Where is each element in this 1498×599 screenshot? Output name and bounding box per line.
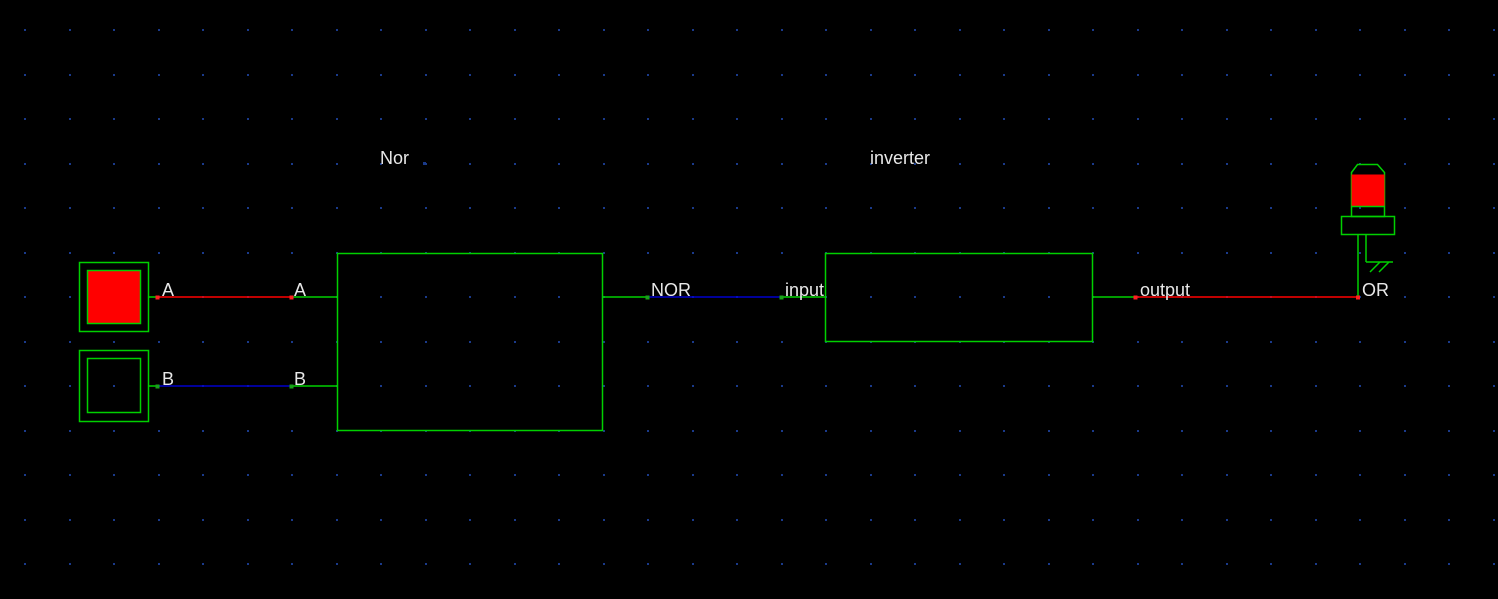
input-switch-a[interactable] <box>78 261 150 333</box>
pin-switch-a[interactable] <box>155 295 160 300</box>
pin-nor-b[interactable] <box>289 384 294 389</box>
led-lamp <box>1351 174 1385 207</box>
nor-pin-b-label: B <box>294 369 306 389</box>
nor-pin-a-label: A <box>294 280 306 300</box>
switch-a-indicator <box>86 269 142 325</box>
switch-b-indicator <box>86 357 142 414</box>
switch-b-label: B <box>162 369 174 389</box>
pin-nor-out[interactable] <box>645 295 650 300</box>
inverter-block-title: inverter <box>870 148 930 168</box>
switch-a-label: A <box>162 280 174 300</box>
ground-symbol-hatch-1 <box>1369 261 1381 273</box>
nor-block-body <box>336 252 604 432</box>
inverter-block-body <box>824 252 1094 343</box>
led-label: OR <box>1362 280 1389 300</box>
pin-inverter-out[interactable] <box>1133 295 1138 300</box>
nor-block-title: Nor <box>380 148 409 168</box>
nor-block[interactable] <box>291 252 647 432</box>
inverter-input-label: input <box>785 280 824 300</box>
nor-output-label: NOR <box>651 280 691 300</box>
pin-nor-a[interactable] <box>289 295 294 300</box>
output-led[interactable] <box>1340 163 1396 298</box>
nor-title-anchor-dot <box>423 162 426 165</box>
ground-symbol-hatch-2 <box>1378 261 1390 273</box>
pin-led[interactable] <box>1356 295 1360 300</box>
led-base <box>1340 215 1396 236</box>
inverter-block[interactable] <box>781 252 1135 343</box>
pin-inverter-in[interactable] <box>779 295 784 300</box>
grid-dots <box>24 29 1495 565</box>
pin-switch-b[interactable] <box>155 384 160 389</box>
inverter-output-label: output <box>1140 280 1190 300</box>
